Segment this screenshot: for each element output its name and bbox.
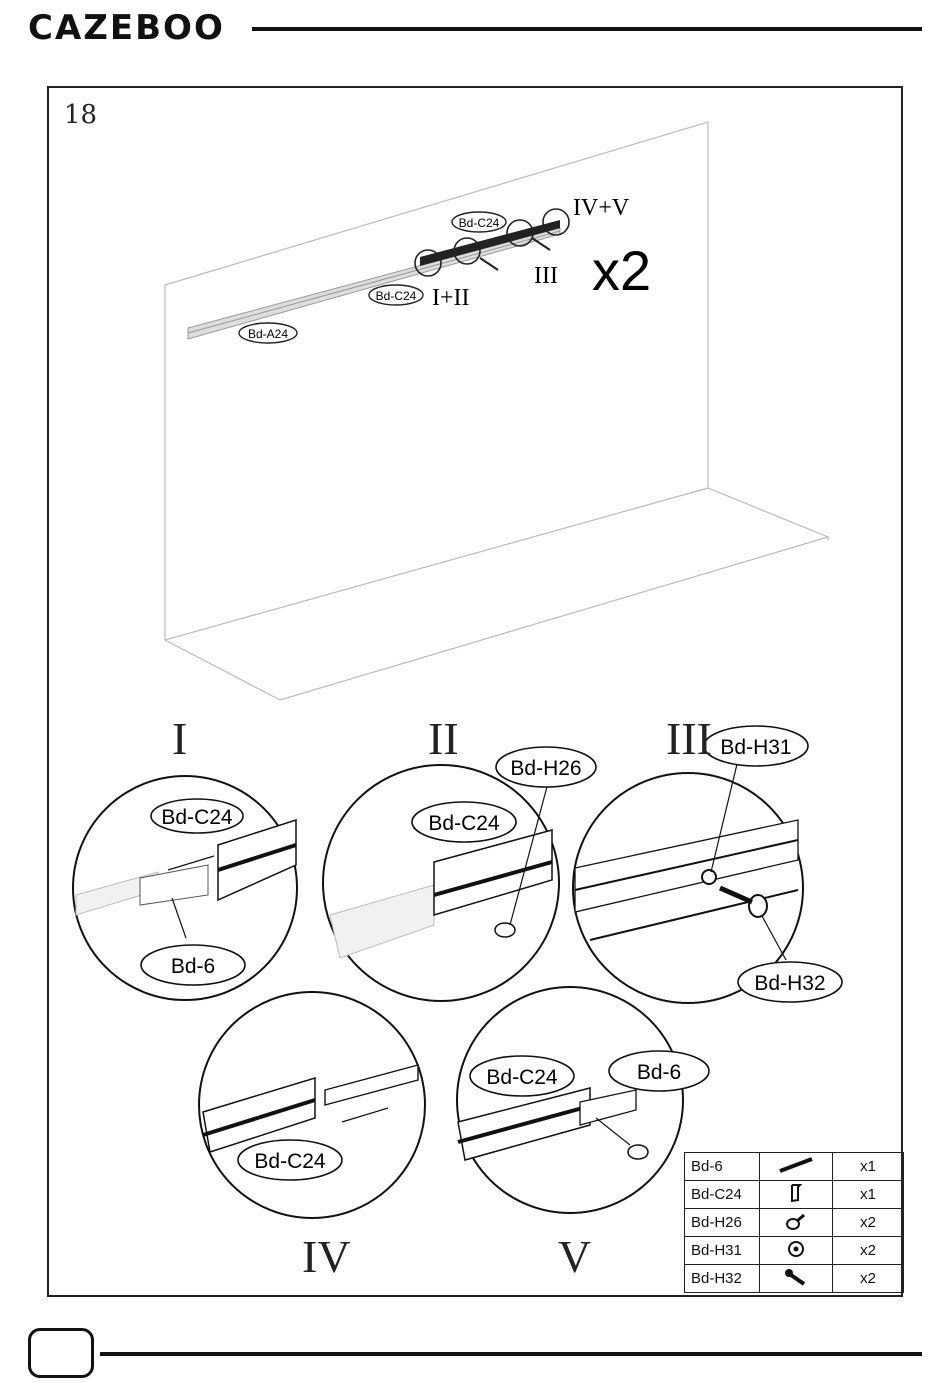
screw-icon (760, 1265, 833, 1293)
table-row: Bd-H26 x2 (685, 1209, 904, 1237)
label-bd-a24: Bd-A24 (248, 327, 288, 341)
roman-iv: IV (302, 1230, 351, 1283)
parts-table: Bd-6 x1 Bd-C24 x1 Bd-H26 x2 Bd-H31 x2 Bd… (684, 1152, 904, 1293)
detail-circle-iv: Bd-C24 (199, 992, 425, 1218)
quantity-multiplier: x2 (592, 239, 651, 302)
part-qty: x1 (833, 1181, 904, 1209)
callout-iv-v: IV+V (573, 195, 630, 221)
footer-rule (100, 1352, 922, 1356)
part-qty: x2 (833, 1265, 904, 1293)
detail-i-label-bd-6: Bd-6 (171, 955, 215, 978)
table-row: Bd-H31 x2 (685, 1237, 904, 1265)
part-code: Bd-6 (685, 1153, 760, 1181)
part-qty: x2 (833, 1209, 904, 1237)
flat-strip-icon (760, 1153, 833, 1181)
bolt-icon (760, 1209, 833, 1237)
detail-ii-label-bd-c24: Bd-C24 (428, 812, 500, 835)
rail-labels: Bd-C24 Bd-C24 Bd-A24 (239, 212, 506, 343)
roman-iii: III (666, 712, 712, 765)
detail-v-label-bd-6: Bd-6 (637, 1061, 681, 1084)
part-code: Bd-H26 (685, 1209, 760, 1237)
roman-v: V (558, 1230, 591, 1283)
part-qty: x1 (833, 1153, 904, 1181)
detail-circle-iii: Bd-H31 Bd-H32 (573, 726, 842, 1003)
table-row: Bd-H32 x2 (685, 1265, 904, 1293)
roman-ii: II (428, 712, 459, 765)
detail-circle-i: Bd-C24 Bd-6 (73, 776, 297, 1000)
detail-iii-label-bd-h32: Bd-H32 (754, 972, 825, 995)
detail-circle-v: Bd-C24 Bd-6 (457, 987, 709, 1213)
detail-ii-label-bd-h26: Bd-H26 (510, 757, 581, 780)
washer-icon (760, 1237, 833, 1265)
c-profile-icon (760, 1181, 833, 1209)
detail-iii-label-bd-h31: Bd-H31 (720, 736, 791, 759)
table-row: Bd-6 x1 (685, 1153, 904, 1181)
part-code: Bd-H32 (685, 1265, 760, 1293)
detail-v-label-bd-c24: Bd-C24 (486, 1066, 558, 1089)
detail-iv-label-bd-c24: Bd-C24 (254, 1150, 326, 1173)
part-code: Bd-C24 (685, 1181, 760, 1209)
table-row: Bd-C24 x1 (685, 1181, 904, 1209)
part-qty: x2 (833, 1237, 904, 1265)
callout-iii: III (534, 263, 558, 289)
rail (188, 220, 560, 339)
detail-i-label-bd-c24: Bd-C24 (161, 806, 233, 829)
wall-outline (165, 122, 828, 700)
label-bd-c24-mid: Bd-C24 (376, 289, 417, 303)
page-number-box (28, 1328, 94, 1378)
detail-circle-ii: Bd-C24 Bd-H26 (323, 747, 596, 1001)
callout-i-ii: I+II (432, 285, 470, 311)
label-bd-c24-top: Bd-C24 (459, 216, 500, 230)
roman-i: I (172, 712, 187, 765)
part-code: Bd-H31 (685, 1237, 760, 1265)
